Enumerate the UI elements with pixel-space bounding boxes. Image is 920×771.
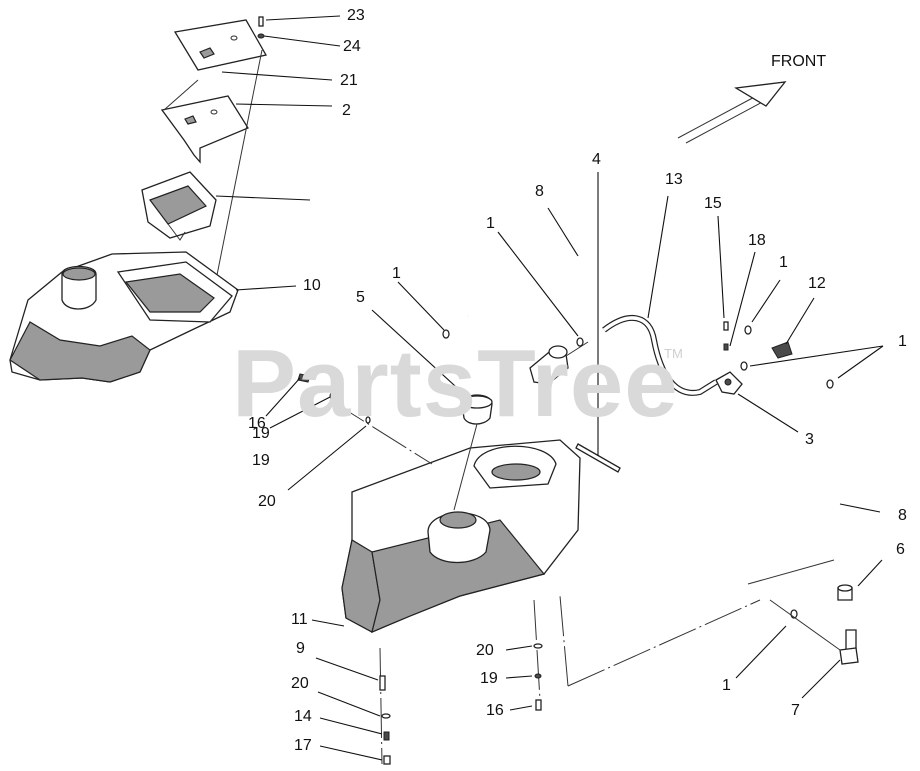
callout-20-b: 20 — [291, 675, 309, 692]
callout-7: 7 — [791, 702, 800, 719]
tray — [141, 171, 217, 241]
hardware-bottom-left — [379, 675, 391, 765]
callout-12: 12 — [808, 275, 826, 292]
watermark: PartsTree — [232, 330, 679, 437]
callout-1-d: 1 — [898, 333, 907, 350]
callout-1-b: 1 — [779, 254, 788, 271]
cable-tie-4 — [575, 443, 621, 473]
callout-18: 18 — [748, 232, 766, 249]
screw-23 — [257, 16, 265, 39]
callout-15: 15 — [704, 195, 722, 212]
callout-16-b: 16 — [486, 702, 504, 719]
fuel-line-13 — [602, 315, 718, 396]
front-arrow — [677, 81, 787, 144]
leader-lines — [215, 15, 884, 761]
callout-1-e: 1 — [722, 677, 731, 694]
fuel-filter — [529, 341, 589, 385]
callout-19-left: 19 — [252, 452, 270, 469]
callout-14: 14 — [294, 708, 312, 725]
callout-8-upper: 8 — [535, 183, 544, 200]
hose-clamps — [442, 325, 834, 619]
callout-6: 6 — [896, 541, 905, 558]
callout-3: 3 — [805, 431, 814, 448]
trademark-mark: TM — [664, 346, 683, 361]
hardware-bottom-mid — [533, 643, 543, 711]
callout-19-a: 19 — [252, 425, 270, 442]
fuel-line-8 — [467, 246, 878, 602]
callout-8-lower: 8 — [898, 507, 907, 524]
front-label: FRONT — [771, 53, 827, 70]
callout-10: 10 — [303, 277, 321, 294]
upper-fuel-tank — [9, 251, 239, 383]
callout-4: 4 — [592, 151, 601, 168]
screw-15 — [723, 321, 729, 351]
callout-20-c: 20 — [476, 642, 494, 659]
callout-1-a: 1 — [486, 215, 495, 232]
callout-11: 11 — [291, 611, 308, 628]
lower-fuel-tank — [341, 439, 581, 634]
bracket-2 — [160, 95, 249, 164]
callout-9: 9 — [296, 640, 305, 657]
callout-5: 5 — [356, 289, 365, 306]
callout-20-left: 20 — [258, 493, 276, 510]
bracket-3 — [715, 371, 743, 395]
callout-16-a: 16 — [248, 415, 266, 432]
callout-21: 21 — [340, 72, 358, 89]
callout-13: 13 — [665, 171, 683, 188]
connector-12 — [771, 341, 793, 359]
callout-24: 24 — [343, 38, 361, 55]
callout-2: 2 — [342, 102, 351, 119]
top-plate-21 — [173, 19, 268, 71]
callout-19-b: 19 — [480, 670, 498, 687]
hardware-left — [297, 373, 371, 424]
callout-1-c: 1 — [392, 265, 401, 282]
fitting-6 — [837, 584, 853, 601]
callout-23: 23 — [347, 7, 365, 24]
fitting-7 — [839, 629, 859, 665]
fuel-cap-5 — [453, 394, 493, 511]
callout-17: 17 — [294, 737, 312, 754]
